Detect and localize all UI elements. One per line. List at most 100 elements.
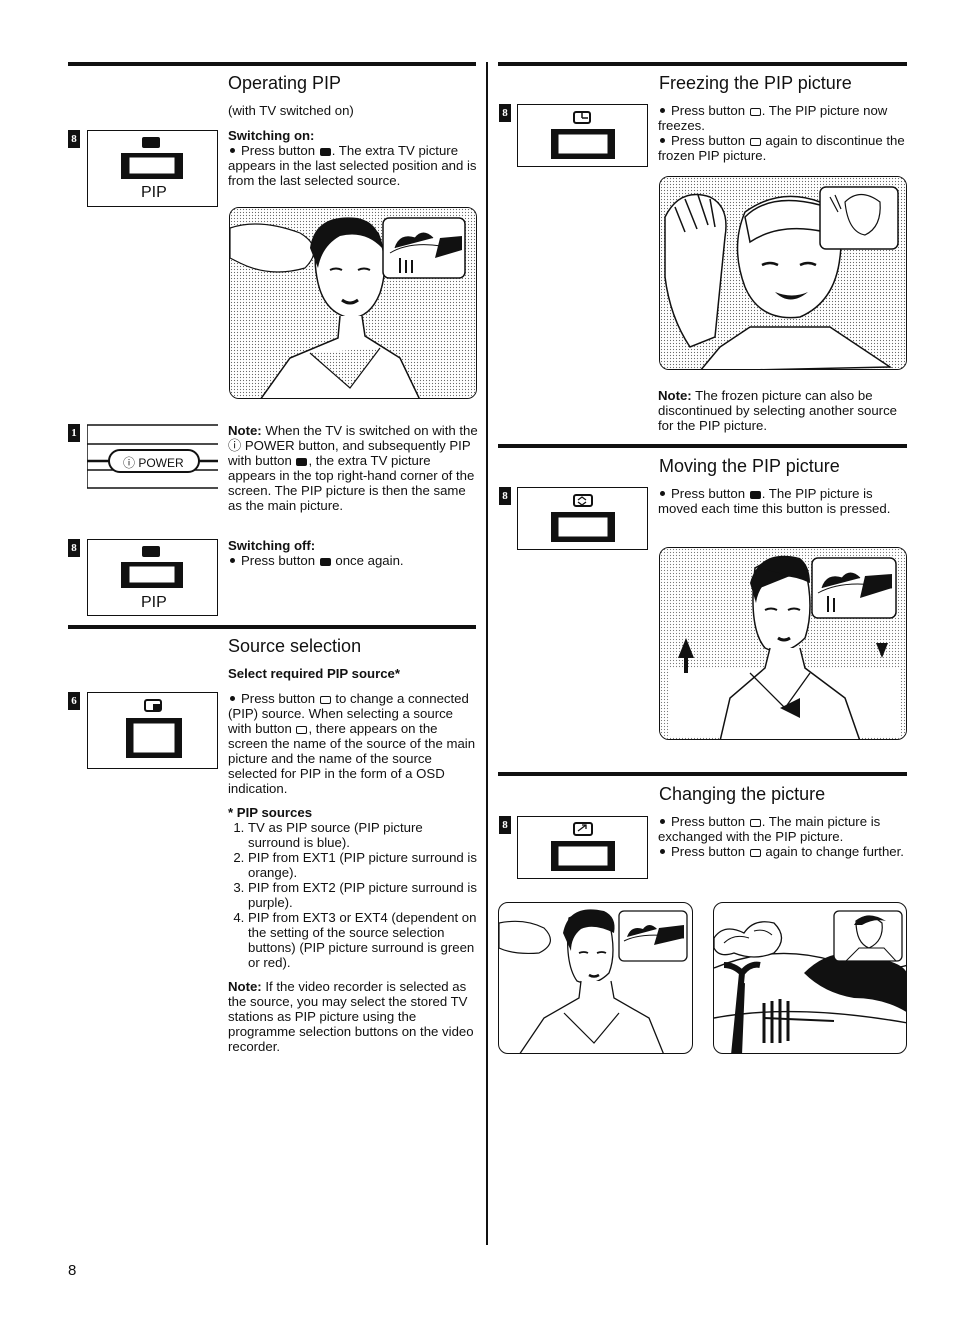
freeze-button-icon [551,111,615,159]
change-b2-post: again to change further. [761,844,904,859]
switching-on-heading: Switching on: [228,128,315,143]
swap-button-icon [749,819,761,827]
section-title-operating-pip: Operating PIP [228,73,342,93]
change-b1-pre: Press button [671,814,746,829]
bullet [660,491,665,497]
pip-sources-list: TV as PIP source (PIP picture surround i… [228,820,478,970]
pip-button-icon [319,558,331,566]
operating-subtitle: (with TV switched on) [228,103,354,118]
switching-on-post: . The extra TV picture appears in the la… [228,143,477,188]
note-label: Note: [228,423,262,438]
move-b1-pre: Press button [671,486,746,501]
bullet [660,819,665,825]
section-rule-freezing [498,62,907,66]
pip-source-button-icon [126,699,182,758]
section-rule-source [68,625,476,629]
freeze-b1-post: . The PIP picture now freezes. [658,103,888,133]
pip-label: PIP [141,184,167,201]
step-badge-6: 6 [68,692,80,710]
freeze-button-icon [749,138,761,146]
step-badge-8: 8 [68,539,80,557]
list-item: PIP from EXT3 or EXT4 (dependent on the … [248,910,478,970]
move-b1-post: . The PIP picture is moved each time thi… [658,486,891,516]
note-text-3: , the extra TV picture appears in the to… [228,453,475,513]
pip-label: PIP [141,594,167,611]
switching-off-post: once again. [331,553,404,568]
bullet [660,138,665,144]
switching-off-text: Switching off: Press button once again. [228,538,478,568]
section-rule-operating [68,62,476,66]
step-badge-1: 1 [68,424,80,442]
list-item: PIP from EXT2 (PIP picture surround is p… [248,880,478,910]
switching-off-heading: Switching off: [228,538,316,553]
bullet [660,849,665,855]
swap-button-panel [517,816,648,879]
bullet [230,696,235,702]
step-badge-8: 8 [68,130,80,148]
freeze-button-icon [749,108,761,116]
select-source-heading: Select required PIP source* [228,666,401,681]
swap-illustration-after [713,902,907,1054]
source-p1-pre: Press button [241,691,316,706]
freeze-b2-post: again to discontinue the frozen PIP pict… [658,133,905,163]
bullet [660,108,665,114]
pip-button-panel: PIP [87,539,218,616]
changing-text: Press button . The main picture is excha… [658,814,908,859]
freeze-b1-pre: Press button [671,103,746,118]
source-button-panel [87,692,218,769]
move-button-icon [749,491,761,499]
power-label: ⓘ POWER [123,456,184,470]
change-b2-pre: Press button [671,844,746,859]
freeze-button-panel [517,104,648,167]
step-badge-8: 8 [499,104,511,122]
pip-illustration-woman [229,207,477,399]
pip-sources-heading: * PIP sources [228,805,313,820]
power-button-icon [87,424,218,489]
moving-text: Press button . The PIP picture is moved … [658,486,908,516]
switching-on-text: Switching on: Press button . The extra T… [228,128,478,188]
column-divider [486,62,488,1245]
section-rule-changing [498,772,907,776]
pip-button-icon [319,148,331,156]
source-p1-mid: to change a connected (PIP) source. When… [228,691,469,736]
power-button-panel: ⓘ POWER [87,424,218,490]
pip-button-panel: PIP [87,130,218,207]
pip-button-icon [121,546,183,588]
section-title-freezing: Freezing the PIP picture [659,73,852,93]
power-symbol: ⓘ [228,438,242,453]
source-note-text: If the video recorder is selected as the… [228,979,474,1054]
switching-on-pre: Press button [241,143,316,158]
moving-illustration [659,547,907,740]
list-item: PIP from EXT1 (PIP picture surround is o… [248,850,478,880]
bullet [230,148,235,154]
source-p1-post: , there appears on the screen the name o… [228,721,476,796]
list-item: TV as PIP source (PIP picture surround i… [248,820,478,850]
note-text-2: POWER button, and subsequently PIP with … [228,438,471,468]
bullet [230,558,235,564]
move-button-icon [551,494,615,542]
pip-source-button-icon [296,726,308,734]
pip-source-button-icon [319,696,331,704]
note-label: Note: [228,979,262,994]
section-title-changing: Changing the picture [659,784,826,804]
swap-illustration-before [498,902,693,1054]
move-button-panel [517,487,648,550]
pip-button-icon [296,458,308,466]
freezing-note-text: The frozen picture can also be discontin… [658,388,897,433]
swap-button-icon [551,822,615,871]
freeze-illustration-boy [659,176,907,370]
note-text-1: When the TV is switched on with the [261,423,478,438]
step-badge-8: 8 [499,816,511,834]
freezing-text: Press button . The PIP picture now freez… [658,103,908,163]
source-text: Press button to change a connected (PIP)… [228,691,478,1054]
note-label: Note: [658,388,692,403]
page-number: 8 [68,1262,77,1279]
operating-note: Note: When the TV is switched on with th… [228,423,478,513]
freeze-b2-pre: Press button [671,133,746,148]
section-title-source-selection: Source selection [228,636,362,656]
swap-button-icon [749,849,761,857]
pip-button-icon [121,137,183,179]
change-b1-post: . The main picture is exchanged with the… [658,814,881,844]
section-title-moving: Moving the PIP picture [659,456,840,476]
step-badge-8: 8 [499,487,511,505]
